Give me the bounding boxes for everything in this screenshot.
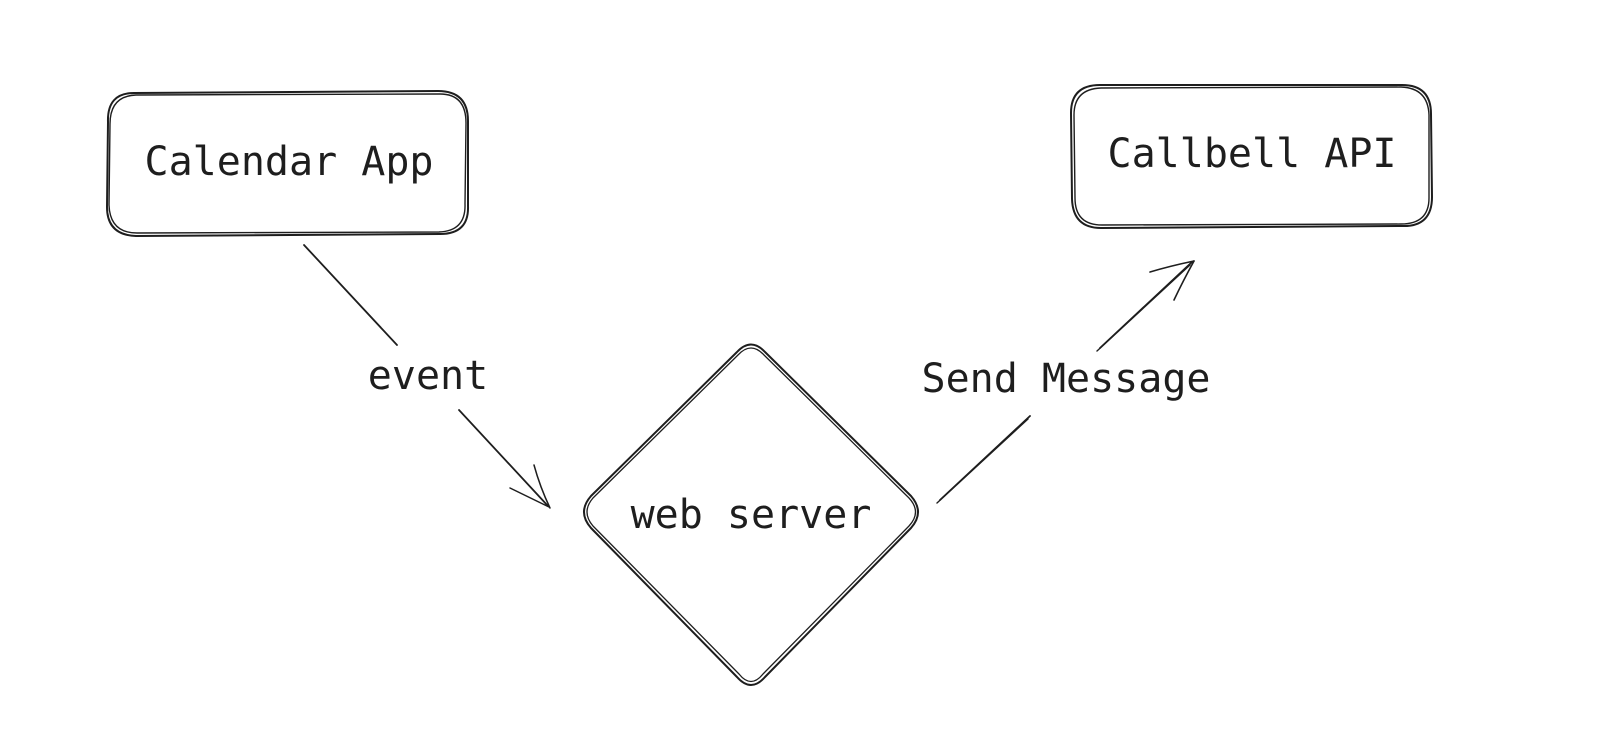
- event-label: event: [368, 353, 488, 399]
- callbell-api-label: Callbell API: [1108, 131, 1397, 177]
- web-server-node: web server: [583, 343, 919, 686]
- calendar-app-node: Calendar App: [106, 90, 470, 237]
- send-message-arrow: Send Message: [922, 260, 1211, 504]
- event-arrow: event: [303, 244, 551, 509]
- web-server-label: web server: [631, 492, 872, 538]
- send-message-label: Send Message: [922, 356, 1211, 402]
- callbell-api-node: Callbell API: [1070, 84, 1433, 229]
- calendar-app-label: Calendar App: [145, 139, 434, 185]
